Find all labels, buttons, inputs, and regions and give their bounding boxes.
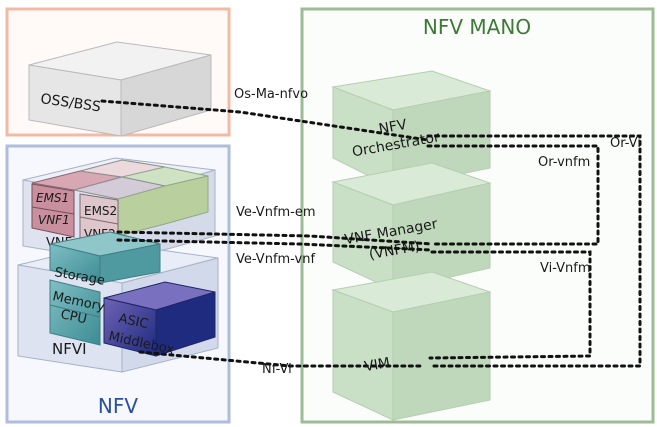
- ems1-label: EMS1: [36, 191, 69, 205]
- os-ma-nfvo-label: Os-Ma-nfvo: [234, 87, 308, 102]
- connections: [100, 99, 642, 368]
- vnfm-cube: [331, 162, 492, 291]
- vim-cube: [331, 271, 492, 421]
- ve-vnfm-vnf-line: [116, 238, 434, 252]
- nfvi-label: NFVI: [52, 340, 87, 358]
- vnf1-box: [31, 183, 75, 238]
- storage-block: [49, 231, 161, 284]
- or-vi-label: Or-Vi: [610, 136, 641, 151]
- nfv-title: NFV: [98, 394, 138, 418]
- asic-label: ASIC: [117, 311, 150, 332]
- ems2-label: EMS2: [84, 204, 117, 218]
- or-vnfm-line: [426, 144, 600, 246]
- memory-cpu-block: [49, 279, 101, 346]
- ve-vnfm-em-label: Ve-Vnfm-em: [236, 205, 316, 220]
- oss-bss-cube: [28, 41, 212, 137]
- cpu-label: CPU: [59, 307, 88, 327]
- vi-vnfm-line: [428, 250, 592, 360]
- os-ma-nfvo-line: [100, 99, 430, 142]
- nf-vi-label: Nf-Vi: [262, 362, 292, 377]
- mano-title: NFV MANO: [423, 15, 531, 39]
- or-vi-line: [426, 134, 642, 368]
- nf-vi-line: [138, 350, 422, 368]
- ve-vnfm-em-line: [116, 230, 434, 246]
- vnf1-label: VNF1: [38, 213, 70, 227]
- ve-vnfm-vnf-label: Ve-Vnfm-vnf: [236, 252, 315, 267]
- vnf-tiles: [31, 159, 209, 237]
- orchestrator-cube: [331, 70, 492, 189]
- asic-middlebox-block: [103, 281, 216, 357]
- vim-label: VIM: [363, 355, 391, 375]
- vi-vnfm-label: Vi-Vnfm: [540, 261, 591, 276]
- or-vnfm-label: Or-vnfm: [538, 155, 590, 170]
